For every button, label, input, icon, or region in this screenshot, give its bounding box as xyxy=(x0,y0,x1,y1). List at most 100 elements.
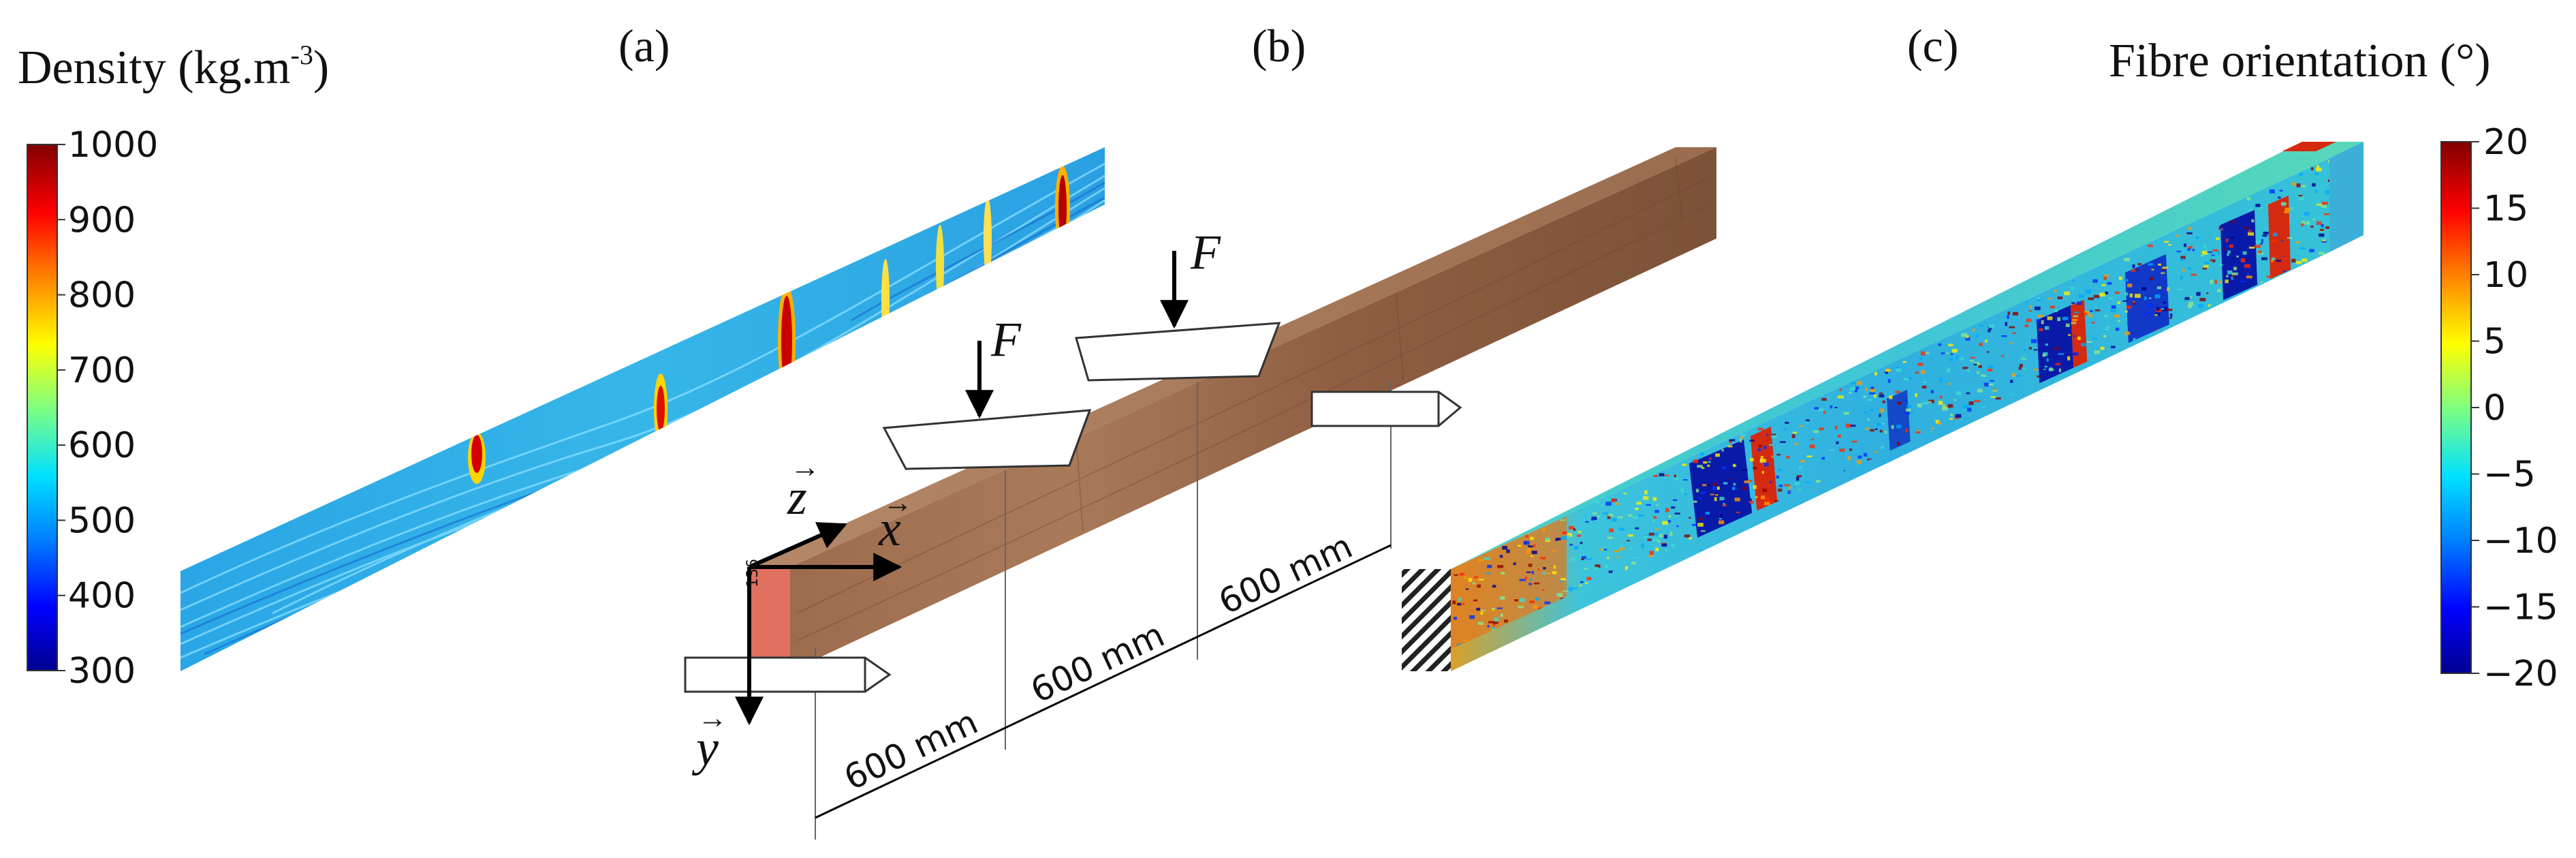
speckle xyxy=(1714,497,1717,502)
speckle xyxy=(1896,367,1900,369)
speckle xyxy=(2081,343,2086,347)
speckle xyxy=(1638,514,1644,517)
speckle xyxy=(1951,353,1953,356)
speckle xyxy=(1729,439,1735,442)
speckle xyxy=(2258,250,2262,254)
speckle xyxy=(1571,557,1576,562)
speckle xyxy=(2126,322,2131,324)
speckle xyxy=(1723,482,1728,485)
speckle xyxy=(1885,430,1887,434)
speckle xyxy=(2316,221,2322,226)
speckle xyxy=(1923,381,1927,384)
speckle xyxy=(1733,463,1736,468)
speckle xyxy=(1983,382,1989,387)
speckle xyxy=(2150,312,2152,316)
speckle xyxy=(1766,433,1769,436)
speckle xyxy=(1845,423,1851,428)
speckle xyxy=(1480,611,1483,615)
speckle xyxy=(1697,465,1703,468)
speckle xyxy=(2244,264,2250,269)
speckle xyxy=(1458,598,1461,602)
speckle xyxy=(2151,269,2154,271)
speckle xyxy=(2310,167,2314,170)
speckle xyxy=(2287,237,2293,239)
speckle xyxy=(2073,353,2075,355)
speckle xyxy=(1917,363,1923,366)
speckle xyxy=(1705,512,1710,515)
speckle xyxy=(2011,373,2015,377)
speckle xyxy=(1700,491,1706,494)
speckle xyxy=(1576,534,1581,537)
speckle xyxy=(2180,258,2184,262)
speckle xyxy=(1560,580,1564,582)
speckle xyxy=(1586,558,1592,560)
speckle xyxy=(2018,367,2022,370)
speckle xyxy=(1535,597,1540,600)
speckle xyxy=(2301,223,2304,227)
speckle xyxy=(2058,353,2064,355)
speckle xyxy=(1652,537,1659,542)
speckle xyxy=(1700,530,1706,532)
speckle xyxy=(2196,292,2201,296)
speckle xyxy=(2010,380,2013,383)
speckle xyxy=(1849,391,1852,394)
speckle xyxy=(2161,308,2164,310)
speckle xyxy=(1671,544,1675,547)
speckle xyxy=(1487,625,1490,628)
speckle xyxy=(1560,519,1566,521)
speckle xyxy=(2255,245,2261,248)
speckle xyxy=(2131,269,2136,272)
speckle xyxy=(2203,244,2207,249)
speckle xyxy=(2058,368,2061,373)
colorbar-tick-label: 900 xyxy=(68,200,136,241)
speckle xyxy=(1740,438,1742,443)
speckle xyxy=(1992,388,1998,393)
speckle xyxy=(1898,457,1902,461)
speckle xyxy=(1654,532,1659,536)
speckle xyxy=(1784,484,1791,487)
speckle xyxy=(1855,386,1859,390)
speckle xyxy=(2188,304,2192,309)
speckle xyxy=(2164,241,2169,243)
speckle xyxy=(2176,288,2183,290)
speckle xyxy=(2108,297,2113,300)
speckle xyxy=(1851,382,1855,384)
speckle xyxy=(2169,317,2172,320)
speckle xyxy=(2054,347,2059,350)
speckle xyxy=(2314,172,2319,175)
speckle xyxy=(1821,457,1825,460)
speckle xyxy=(2251,219,2255,223)
speckle xyxy=(1525,535,1529,538)
speckle xyxy=(1909,376,1912,381)
speckle xyxy=(2319,233,2325,237)
speckle xyxy=(2132,264,2135,269)
speckle xyxy=(1921,370,1926,374)
speckle xyxy=(2210,279,2214,284)
speckle xyxy=(2091,322,2095,324)
colorbar-tick-label: 20 xyxy=(2483,122,2528,163)
speckle xyxy=(1506,549,1510,553)
speckle xyxy=(2299,247,2306,249)
speckle xyxy=(2037,298,2042,301)
speckle xyxy=(1850,386,1856,390)
speckle xyxy=(1635,508,1639,510)
speckle xyxy=(1473,599,1478,602)
speckle xyxy=(1742,469,1748,471)
speckle xyxy=(1487,564,1492,568)
speckle xyxy=(1454,574,1458,576)
speckle xyxy=(2246,197,2251,201)
speckle xyxy=(1715,453,1721,457)
speckle xyxy=(1542,589,1545,592)
speckle xyxy=(1684,534,1691,538)
speckle xyxy=(2071,322,2076,324)
speckle xyxy=(1683,479,1688,481)
speckle xyxy=(1938,401,1943,405)
speckle xyxy=(1708,461,1711,463)
speckle xyxy=(1693,459,1699,463)
speckle xyxy=(1990,380,1995,382)
speckle xyxy=(2231,272,2238,275)
speckle xyxy=(2133,338,2136,342)
speckle xyxy=(1805,481,1810,483)
speckle xyxy=(2319,228,2325,231)
